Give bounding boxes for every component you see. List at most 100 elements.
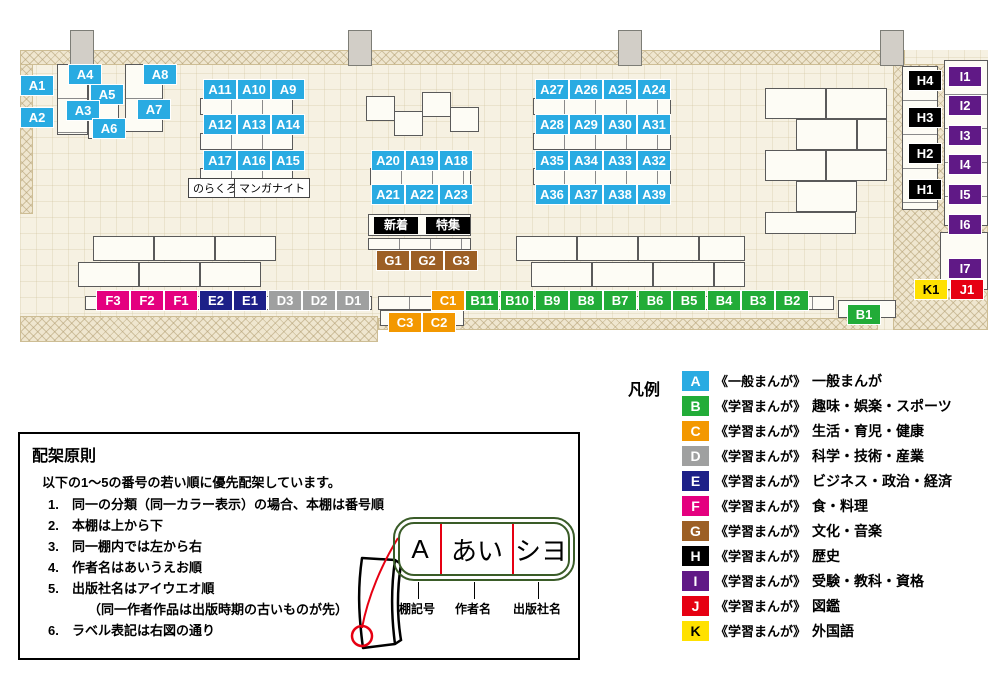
shelf-label-A17: A17 (203, 150, 237, 171)
shelf-label-D1: D1 (336, 290, 370, 311)
shelf-label-A26: A26 (569, 79, 603, 100)
map-annotation: 特集 (426, 217, 470, 234)
legend-badge-J: J (682, 595, 709, 616)
legend-item-G: G《学習まんが》文化・音楽 (682, 518, 997, 543)
book-spine-illustration (332, 536, 412, 663)
shelf-label-H2: H2 (908, 143, 942, 164)
legend-label: 食・料理 (812, 497, 869, 514)
shelf-label-G2: G2 (410, 250, 444, 271)
shelf-label-A10: A10 (237, 79, 271, 100)
legend-label: 生活・育児・健康 (812, 422, 925, 439)
shelf-label-I7: I7 (948, 258, 982, 279)
label-example-caption-0: 棚記号 (399, 602, 436, 616)
shelf (699, 236, 745, 261)
legend-category: 《学習まんが》 (715, 499, 807, 514)
shelf-label-G1: G1 (376, 250, 410, 271)
shelf-label-C1: C1 (431, 290, 465, 311)
shelf (93, 236, 154, 261)
legend-category: 《学習まんが》 (715, 624, 807, 639)
shelf-label-A27: A27 (535, 79, 569, 100)
shelf-label-A16: A16 (237, 150, 271, 171)
shelf-label-A13: A13 (237, 114, 271, 135)
principle-item-4: 4.作者名はあいうえお順 (48, 557, 384, 578)
shelf-label-I2: I2 (948, 95, 982, 116)
legend-item-D: D《学習まんが》科学・技術・産業 (682, 443, 997, 468)
shelf (200, 262, 261, 287)
principle-item-5: 5.出版社名はアイウエオ順 (48, 578, 384, 599)
shelf-label-D3: D3 (268, 290, 302, 311)
pillar (880, 30, 904, 66)
principle-item-3: 3.同一棚内では左から右 (48, 536, 384, 557)
shelf-label-K1: K1 (914, 279, 948, 300)
legend-badge-A: A (682, 370, 709, 391)
principle-note: （同一作者作品は出版時期の古いものが先） (88, 602, 349, 617)
pillar (70, 30, 94, 66)
shelf-label-A37: A37 (569, 184, 603, 205)
shelf-label-A30: A30 (603, 114, 637, 135)
pillar (348, 30, 372, 66)
label-example-cell-2: シヨ (512, 524, 568, 574)
map-annotation: マンガナイト (234, 178, 310, 198)
principle-number: 4. (48, 560, 59, 575)
shelf-label-B9: B9 (535, 290, 569, 311)
shelf-label-A7: A7 (137, 99, 171, 120)
shelf-label-H3: H3 (908, 107, 942, 128)
shelf (422, 92, 451, 117)
shelf-label-I6: I6 (948, 214, 982, 235)
legend-badge-E: E (682, 470, 709, 491)
label-example-caption-2: 出版社名 (513, 602, 562, 616)
shelf (765, 212, 856, 234)
principle-number: 2. (48, 518, 59, 533)
legend-badge-H: H (682, 545, 709, 566)
shelf-label-C3: C3 (388, 312, 422, 333)
shelf-label-A24: A24 (637, 79, 671, 100)
shelf-label-A29: A29 (569, 114, 603, 135)
principles-title: 配架原則 (32, 448, 97, 465)
legend-category: 《学習まんが》 (715, 524, 807, 539)
legend-label: 外国語 (812, 622, 855, 639)
shelf-label-A34: A34 (569, 150, 603, 171)
shelf-label-A32: A32 (637, 150, 671, 171)
shelf-label-A1: A1 (20, 75, 54, 96)
wall-top (20, 50, 905, 65)
legend-category: 《学習まんが》 (715, 424, 807, 439)
legend-item-J: J 《学習まんが》図鑑 (682, 593, 997, 618)
legend-badge-I: I (682, 570, 709, 591)
shelf (826, 88, 887, 119)
shelf-label-A3: A3 (66, 100, 100, 121)
label-example-leader (474, 582, 475, 599)
legend-label: ビジネス・政治・経済 (812, 472, 953, 489)
shelf-label-A20: A20 (371, 150, 405, 171)
shelf-label-B6: B6 (638, 290, 672, 311)
legend-badge-D: D (682, 445, 709, 466)
label-example-caption-1: 作者名 (455, 602, 492, 616)
shelf (394, 111, 423, 136)
shelf-label-C2: C2 (422, 312, 456, 333)
legend-item-C: C《学習まんが》生活・育児・健康 (682, 418, 997, 443)
legend-label: 図鑑 (812, 597, 841, 614)
shelf-label-A23: A23 (439, 184, 473, 205)
legend-label: 文化・音楽 (812, 522, 883, 539)
shelf-label-A25: A25 (603, 79, 637, 100)
legend-category: 《学習まんが》 (715, 574, 807, 589)
shelf-label-I3: I3 (948, 125, 982, 146)
shelf-label-H4: H4 (908, 70, 942, 91)
wall-left (20, 64, 33, 214)
shelf-label-A36: A36 (535, 184, 569, 205)
legend-category: 《学習まんが》 (715, 399, 807, 414)
principle-number: 3. (48, 539, 59, 554)
shelf-label-B2: B2 (775, 290, 809, 311)
shelf (200, 133, 293, 150)
shelf (653, 262, 714, 287)
shelf-label-A12: A12 (203, 114, 237, 135)
shelf-label-A15: A15 (271, 150, 305, 171)
shelf-label-A11: A11 (203, 79, 237, 100)
shelf-label-A18: A18 (439, 150, 473, 171)
principle-item-6: 6.ラベル表記は右図の通り (48, 620, 384, 641)
legend-category: 《学習まんが》 (715, 599, 807, 614)
legend-label: 趣味・娯楽・スポーツ (812, 397, 952, 414)
legend-label: 受験・教科・資格 (812, 572, 925, 589)
